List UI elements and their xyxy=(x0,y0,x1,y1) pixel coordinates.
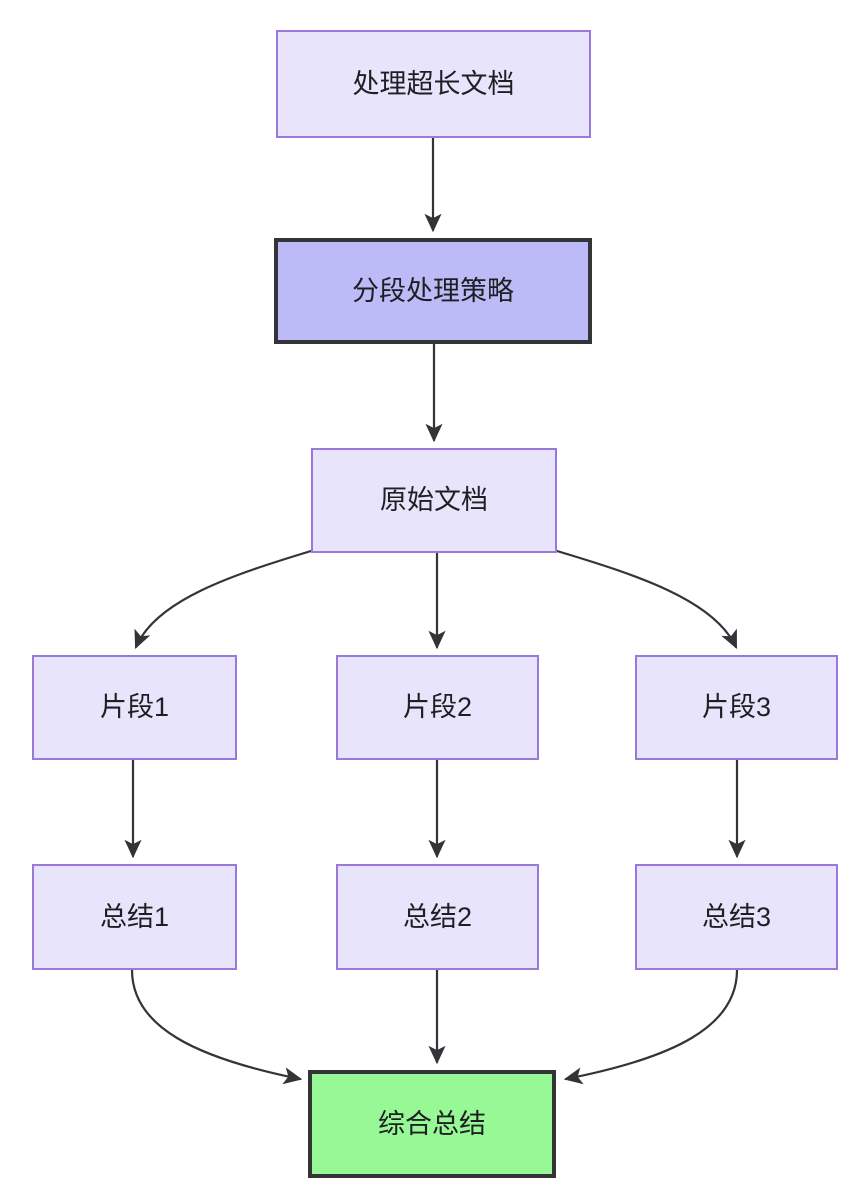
node-label: 分段处理策略 xyxy=(352,275,514,306)
node-summary-3[interactable]: 总结3 xyxy=(635,864,838,970)
node-label: 总结3 xyxy=(701,901,772,932)
node-chunking-strategy[interactable]: 分段处理策略 xyxy=(274,238,592,344)
node-label: 总结1 xyxy=(99,901,170,932)
node-chunk-2[interactable]: 片段2 xyxy=(336,655,539,760)
node-label: 综合总结 xyxy=(378,1108,486,1139)
node-process-long-document[interactable]: 处理超长文档 xyxy=(276,30,591,138)
edge-summary1-to-final xyxy=(130,968,303,1085)
node-label: 处理超长文档 xyxy=(352,68,515,99)
node-chunk-3[interactable]: 片段3 xyxy=(635,655,838,760)
node-label: 片段3 xyxy=(701,692,772,723)
node-label: 片段1 xyxy=(99,692,170,723)
node-summary-2[interactable]: 总结2 xyxy=(336,864,539,970)
edge-source-to-chunk1 xyxy=(134,549,313,650)
node-final-combined-summary[interactable]: 综合总结 xyxy=(308,1070,556,1178)
edge-summary3-to-final xyxy=(563,968,739,1085)
node-label: 片段2 xyxy=(402,692,473,723)
node-source-document[interactable]: 原始文档 xyxy=(311,448,557,553)
node-label: 原始文档 xyxy=(380,485,488,516)
edge-source-to-chunk3 xyxy=(555,549,738,649)
node-chunk-1[interactable]: 片段1 xyxy=(32,655,237,760)
node-label: 总结2 xyxy=(402,901,473,932)
node-summary-1[interactable]: 总结1 xyxy=(32,864,237,970)
